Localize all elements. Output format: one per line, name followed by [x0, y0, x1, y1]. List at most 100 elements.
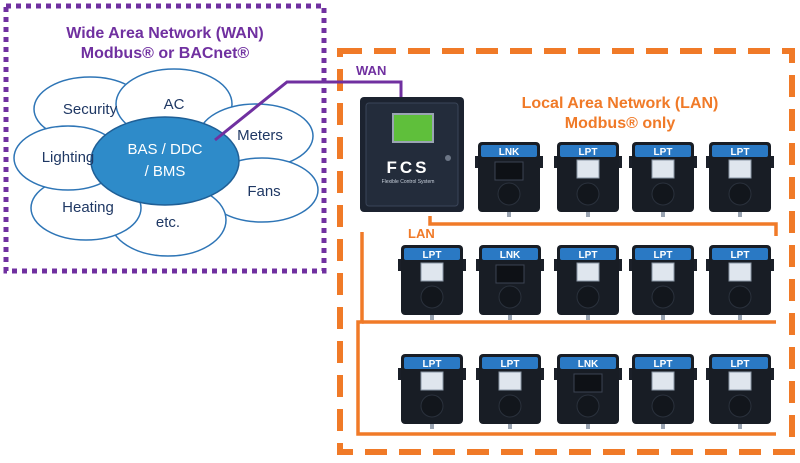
device-connector — [430, 424, 434, 429]
device-mount-right — [769, 259, 774, 271]
device-lpt: LPT — [629, 245, 697, 320]
device-model-label: LPT — [654, 359, 673, 370]
petal-label-lighting: Lighting — [41, 149, 95, 166]
device-display — [728, 262, 752, 282]
device-model-label: LPT — [654, 147, 673, 158]
device-model-label: LNK — [578, 359, 599, 370]
device-label-band — [712, 357, 768, 369]
device-display — [728, 159, 752, 179]
device-lpt: LPT — [706, 245, 774, 320]
device-label-band — [560, 145, 616, 157]
petal-label-security: Security — [62, 101, 118, 118]
device-connector — [661, 212, 665, 217]
device-lpt: LPT — [629, 142, 697, 217]
device-model-label: LNK — [500, 250, 521, 261]
device-mount-right — [538, 156, 543, 168]
device-sensor — [651, 285, 675, 309]
device-label-band — [635, 248, 691, 260]
core-ellipse — [90, 116, 240, 206]
device-lpt: LPT — [398, 354, 466, 429]
device-display — [651, 159, 675, 179]
device-display — [728, 371, 752, 391]
device-lnk: LNK — [554, 354, 622, 429]
device-lpt: LPT — [554, 245, 622, 320]
device-mount-left — [554, 368, 559, 380]
device-mount-right — [461, 368, 466, 380]
device-lnk: LNK — [476, 245, 544, 320]
device-connector — [738, 424, 742, 429]
device-mount-left — [629, 156, 634, 168]
device-mount-right — [539, 368, 544, 380]
device-lpt: LPT — [706, 142, 774, 217]
device-lnk: LNK — [475, 142, 543, 217]
wan-title: Wide Area Network (WAN) Modbus® or BACne… — [16, 24, 314, 64]
device-mount-left — [706, 368, 711, 380]
device-mount-left — [629, 368, 634, 380]
device-mount-left — [476, 259, 481, 271]
device-sensor — [728, 285, 752, 309]
lan-wire-top — [428, 216, 778, 236]
device-connector — [430, 315, 434, 320]
device-model-label: LPT — [423, 359, 442, 370]
device-label-band — [404, 357, 460, 369]
device-connector — [508, 315, 512, 320]
device-mount-left — [476, 368, 481, 380]
device-mount-left — [554, 259, 559, 271]
device-display — [498, 371, 522, 391]
device-model-label: LPT — [501, 359, 520, 370]
device-display — [576, 159, 600, 179]
device-lpt: LPT — [476, 354, 544, 429]
device-mount-right — [539, 259, 544, 271]
device-label-band — [712, 145, 768, 157]
device-mount-left — [398, 259, 403, 271]
lan-wire-left — [356, 232, 776, 436]
petal-label-meters: Meters — [237, 127, 283, 144]
device-connector — [586, 315, 590, 320]
device-sensor — [651, 182, 675, 206]
core-label: BAS / DDC / BMS — [105, 139, 225, 183]
device-sensor — [728, 182, 752, 206]
device-connector — [586, 424, 590, 429]
device-display — [573, 373, 603, 393]
fcs-controller: FCS Flexible Control System — [360, 97, 464, 212]
device-model-label: LPT — [731, 359, 750, 370]
petal-label-heating: Heating — [62, 199, 114, 216]
device-model-label: LPT — [731, 147, 750, 158]
device-display — [651, 371, 675, 391]
device-mount-right — [617, 156, 622, 168]
controller-brand: FCS — [387, 158, 430, 177]
device-connector — [738, 315, 742, 320]
device-display — [420, 371, 444, 391]
device-connector — [738, 212, 742, 217]
device-label-band — [481, 145, 537, 157]
lan-title-line1: Local Area Network (LAN) — [521, 95, 719, 112]
device-mount-right — [461, 259, 466, 271]
petal-label-ac: AC — [163, 96, 185, 113]
device-connector — [507, 212, 511, 217]
device-display — [495, 264, 525, 284]
device-model-label: LPT — [579, 250, 598, 261]
wan-title-line2: Modbus® or BACnet® — [80, 45, 250, 62]
controller-frame — [365, 102, 459, 207]
device-label-band — [635, 357, 691, 369]
lan-link-label: LAN — [408, 226, 435, 241]
controller-screen — [392, 113, 434, 143]
device-mount-left — [475, 156, 480, 168]
core-label-line1: BAS / DDC — [127, 141, 203, 158]
device-display — [494, 161, 524, 181]
device-mount-left — [706, 259, 711, 271]
device-model-label: LNK — [499, 147, 520, 158]
device-label-band — [560, 248, 616, 260]
device-sensor — [651, 394, 675, 418]
wan-title-line1: Wide Area Network (WAN) — [66, 25, 264, 42]
petal-label-etc: etc. — [155, 214, 181, 231]
device-mount-right — [692, 368, 697, 380]
device-display — [420, 262, 444, 282]
device-mount-right — [617, 368, 622, 380]
device-lpt: LPT — [554, 142, 622, 217]
device-lpt: LPT — [706, 354, 774, 429]
device-mount-right — [617, 259, 622, 271]
device-connector — [586, 212, 590, 217]
device-lpt: LPT — [398, 245, 466, 320]
device-label-band — [635, 145, 691, 157]
